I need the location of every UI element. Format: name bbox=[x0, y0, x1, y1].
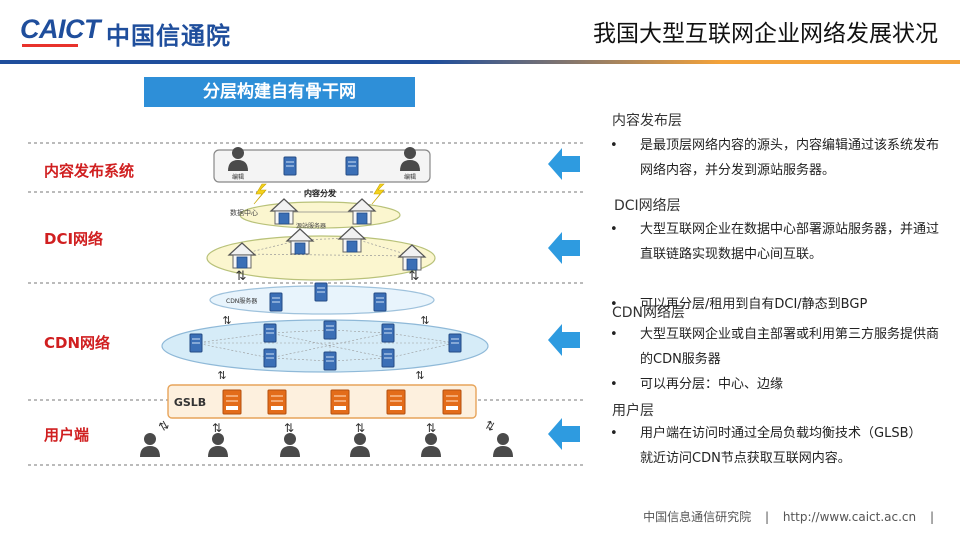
svg-text:⇅: ⇅ bbox=[284, 421, 294, 435]
svg-text:⇅: ⇅ bbox=[156, 417, 172, 434]
svg-text:⇅: ⇅ bbox=[236, 269, 247, 284]
bullet-dot: • bbox=[610, 222, 618, 237]
footer-divider: | bbox=[929, 510, 934, 524]
content-publish-box: 编辑 编辑 bbox=[213, 147, 431, 183]
svg-text:⇅: ⇅ bbox=[217, 369, 226, 382]
bullet-text: 可以再分层/租用到自有DCI/静态到BGP bbox=[640, 297, 868, 312]
layer-label-user: 用户端 bbox=[44, 426, 90, 444]
bullet-text: 是最顶层网络内容的源头，内容编辑通过该系统发布网络内容，并分发到源站服务器。 bbox=[640, 138, 940, 178]
diagram-banner: 分层构建自有骨干网 bbox=[144, 77, 415, 107]
publish-lightning bbox=[253, 183, 385, 205]
svg-text:⇅: ⇅ bbox=[420, 314, 429, 327]
bullet-dot: • bbox=[610, 297, 618, 312]
section-bullet: • 可以再分层：中心、边缘 bbox=[610, 372, 955, 397]
svg-text:⇅: ⇅ bbox=[355, 421, 365, 435]
dci-cdn-arrows: ⇅ ⇅ bbox=[236, 269, 420, 284]
gslb-bar: GSLB bbox=[167, 384, 477, 419]
cdn-lower-ring bbox=[161, 319, 489, 373]
cdn-upper-ring: CDN服务器 bbox=[209, 282, 435, 315]
layer-separators bbox=[28, 142, 585, 466]
svg-text:⇅: ⇅ bbox=[415, 369, 424, 382]
footer: 中国信息通信研究院 | http://www.caict.ac.cn | bbox=[643, 508, 934, 525]
section-bullet: • 大型互联网企业在数据中心部署源站服务器，并通过直联链路实现数据中心间互联。 bbox=[610, 217, 955, 292]
svg-text:⇅: ⇅ bbox=[426, 421, 436, 435]
editor-label-1: 编辑 bbox=[232, 173, 244, 181]
datacenter-label: 数据中心 bbox=[230, 208, 258, 217]
svg-text:⇅: ⇅ bbox=[212, 421, 222, 435]
editor-label-2: 编辑 bbox=[404, 173, 416, 181]
publish-label: 内容分发 bbox=[304, 188, 337, 198]
header-rule bbox=[0, 60, 960, 64]
section-bullet: • 大型互联网企业或自主部署或利用第三方服务提供商的CDN服务器 bbox=[610, 322, 955, 372]
svg-text:⇅: ⇅ bbox=[482, 417, 498, 434]
footer-url[interactable]: http://www.caict.ac.cn bbox=[782, 510, 917, 524]
bullet-dot: • bbox=[610, 138, 618, 153]
user-icons bbox=[140, 433, 513, 457]
layer-label-cdn: CDN网络 bbox=[44, 334, 111, 352]
section-heading-content: 内容发布层 bbox=[612, 113, 682, 129]
layer-pointer-arrows bbox=[548, 148, 580, 450]
svg-text:⇅: ⇅ bbox=[222, 314, 231, 327]
logo-chinese-name: 中国信通院 bbox=[106, 22, 231, 50]
bullet-text: 用户端在访问时通过全局负载均衡技术（GLSB）就近访问CDN节点获取互联网内容。 bbox=[640, 426, 922, 466]
layer-label-content: 内容发布系统 bbox=[44, 162, 135, 180]
user-arrows: ⇅ ⇅ ⇅ ⇅ ⇅ ⇅ bbox=[156, 417, 498, 435]
gslb-label: GSLB bbox=[174, 396, 206, 409]
bullet-dot: • bbox=[610, 327, 618, 342]
section-bullet: • 用户端在访问时通过全局负载均衡技术（GLSB）就近访问CDN节点获取互联网内… bbox=[610, 421, 955, 496]
section-heading-dci: DCI网络层 bbox=[614, 198, 681, 214]
origin-server-label: 源站服务器 bbox=[296, 222, 326, 230]
logo-caict: CAICT bbox=[20, 14, 101, 44]
footer-org: 中国信息通信研究院 bbox=[643, 510, 752, 524]
section-bullet: • 是最顶层网络内容的源头，内容编辑通过该系统发布网络内容，并分发到源站服务器。 bbox=[610, 133, 955, 183]
bullet-text: 大型互联网企业或自主部署或利用第三方服务提供商的CDN服务器 bbox=[640, 327, 940, 367]
cdn-ring-arrows: ⇅ ⇅ ⇅ ⇅ bbox=[217, 314, 429, 382]
logo-underline bbox=[22, 44, 78, 47]
dci-upper-ring: 数据中心 源站服务器 bbox=[230, 198, 401, 230]
section-heading-user: 用户层 bbox=[612, 403, 654, 419]
svg-text:⇅: ⇅ bbox=[409, 269, 420, 284]
section-heading-cdn: CDN网络层 bbox=[612, 305, 686, 321]
layer-label-dci: DCI网络 bbox=[44, 230, 104, 248]
page-title: 我国大型互联网企业网络发展状况 bbox=[593, 21, 938, 47]
bullet-text: 可以再分层：中心、边缘 bbox=[640, 377, 784, 392]
dci-lower-ring bbox=[206, 226, 436, 281]
bullet-dot: • bbox=[610, 377, 618, 392]
section-bullet: • 可以再分层/租用到自有DCI/静态到BGP bbox=[610, 292, 955, 317]
cdn-server-label: CDN服务器 bbox=[226, 297, 257, 305]
bullet-text: 大型互联网企业在数据中心部署源站服务器，并通过直联链路实现数据中心间互联。 bbox=[640, 222, 940, 262]
bullet-dot: • bbox=[610, 426, 618, 441]
footer-divider: | bbox=[764, 510, 769, 524]
